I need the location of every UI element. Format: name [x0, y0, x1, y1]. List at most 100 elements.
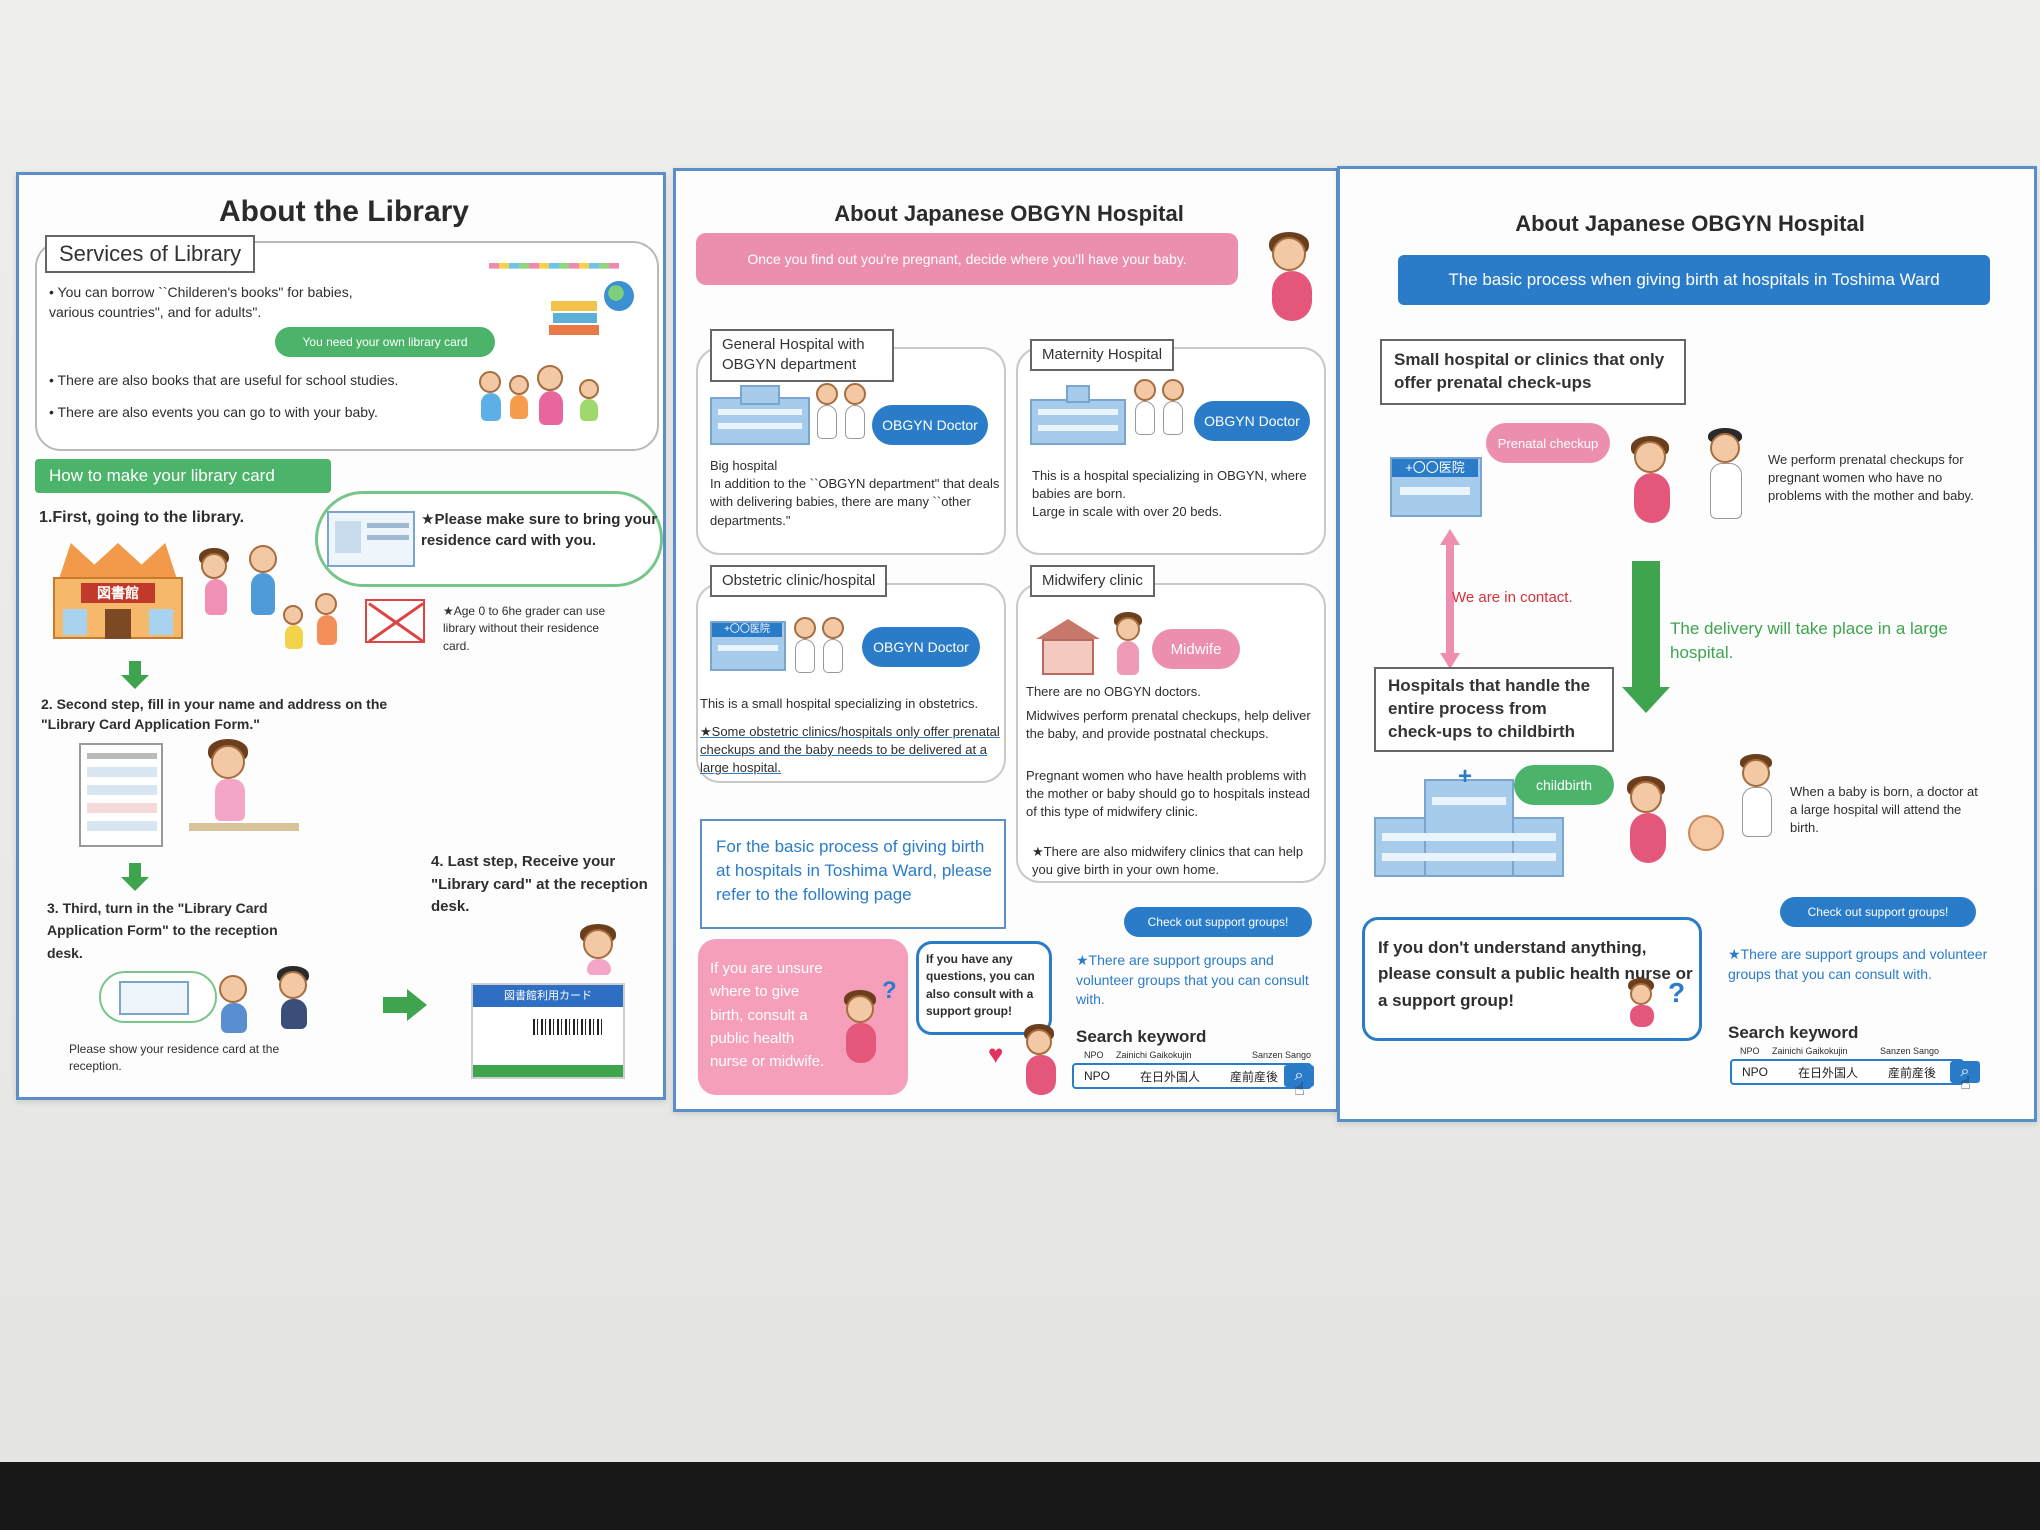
large-hospital-illustration: + — [1374, 765, 1564, 877]
down-arrow-icon — [129, 661, 141, 677]
maternity-hospital-tag: Maternity Hospital — [1030, 339, 1175, 372]
large-hospital-box: Hospitals that handle the entire process… — [1374, 667, 1614, 752]
keyword-label-sanzen: Sanzen Sango — [1252, 1050, 1312, 1060]
general-hospital-tag: General Hospital with OBGYN department — [710, 329, 894, 382]
down-arrow-icon — [129, 863, 141, 879]
contact-double-arrow — [1440, 529, 1460, 669]
page-title: About Japanese OBGYN Hospital — [834, 201, 1184, 226]
obgyn-doctor-pill: OBGYN Doctor — [1194, 401, 1310, 441]
bunting-decoration — [489, 263, 619, 269]
dark-floor-strip — [0, 1462, 2040, 1530]
page-title: About Japanese OBGYN Hospital — [1515, 211, 1865, 236]
midwifery-text-services: Midwives perform prenatal checkups, help… — [1026, 708, 1311, 742]
questions-text: If you have any questions, you can also … — [926, 952, 1035, 1019]
residence-card-illustration — [327, 511, 415, 567]
question-icon: ? — [882, 977, 897, 1004]
support-groups-pill: Check out support groups! — [1124, 907, 1312, 937]
step4-text: 4. Last step, Receive your "Library card… — [431, 853, 648, 915]
step3-text: 3. Third, turn in the "Library Card Appl… — [47, 900, 278, 961]
big-hospital-illustration — [710, 385, 810, 445]
general-hospital-text: Big hospital In addition to the ``OBGYN … — [710, 458, 1000, 528]
maternity-hospital-text: This is a hospital specializing in OBGYN… — [1032, 468, 1307, 520]
right-arrow-icon — [383, 997, 409, 1013]
need-card-pill: You need your own library card — [275, 327, 495, 357]
obstetric-clinic-tag: Obstetric clinic/hospital — [710, 565, 888, 598]
library-card-label: 図書館利用カード — [473, 985, 623, 1007]
support-groups-text: ★There are support groups and volunteer … — [1076, 952, 1309, 1008]
search-heading: Search keyword — [1728, 1023, 1859, 1042]
doctors-illustration — [794, 617, 854, 687]
thinking-woman-illustration — [836, 990, 896, 1073]
library-panel: About the Library Services of Library • … — [16, 172, 666, 1100]
refer-text: For the basic process of giving birth at… — [716, 837, 992, 904]
children-illustration — [283, 593, 373, 659]
search-keyword-field[interactable]: NPO 在日外国人 産前産後 — [1730, 1059, 1964, 1085]
keyword-value-zainichi: 在日外国人 — [1140, 1069, 1201, 1084]
family-illustration — [469, 365, 649, 435]
contact-text: We are in contact. — [1452, 589, 1573, 606]
obgyn-types-panel: About Japanese OBGYN Hospital Once you f… — [673, 168, 1339, 1112]
maternity-hospital-illustration — [1030, 385, 1126, 445]
doctor-illustration — [1736, 754, 1782, 857]
application-form-illustration — [79, 743, 163, 847]
doctors-illustration — [816, 383, 876, 453]
consult-text: If you don't understand anything, please… — [1378, 938, 1693, 1010]
midwife-pill: Midwife — [1152, 629, 1240, 669]
library-building: 図書館 — [53, 543, 183, 639]
blue-process-bar: The basic process when giving birth at h… — [1398, 255, 1990, 305]
search-heading: Search keyword — [1076, 1027, 1207, 1046]
question-icon: ? — [1668, 977, 1686, 1008]
cheering-person-illustration — [559, 924, 639, 975]
search-keyword-field[interactable]: NPO 在日外国人 産前産後 — [1072, 1063, 1312, 1089]
childbirth-pill: childbirth — [1514, 765, 1614, 805]
midwifery-clinic-tag: Midwifery clinic — [1030, 565, 1155, 598]
midwifery-text-health: Pregnant women who have health problems … — [1026, 768, 1311, 820]
keyword-label-npo: NPO — [1740, 1046, 1760, 1056]
pregnant-woman-illustration — [1622, 776, 1682, 879]
hand-pointer-icon: ☝ — [1294, 1079, 1305, 1099]
doctor-text: We perform prenatal checkups for pregnan… — [1768, 452, 1974, 504]
writing-person-illustration — [189, 739, 299, 847]
keyword-value-zainichi: 在日外国人 — [1798, 1065, 1859, 1080]
globe-icon — [604, 281, 634, 311]
down-arrow-icon — [121, 675, 149, 689]
heart-icon: ♥ — [988, 1039, 1004, 1069]
keyword-value-sanzen: 産前産後 — [1230, 1069, 1279, 1084]
services-bullet-books: • You can borrow ``Childeren's books" fo… — [49, 284, 353, 320]
search-button[interactable]: ⌕ — [1950, 1061, 1980, 1083]
clinic-illustration: +〇〇医院 — [710, 621, 786, 671]
clinic-sign: +〇〇医院 — [1392, 459, 1478, 477]
keyword-label-sanzen: Sanzen Sango — [1880, 1046, 1940, 1056]
residence-card-note: ★Please make sure to bring your residenc… — [421, 511, 658, 549]
questions-box — [916, 941, 1052, 1035]
keyword-label-zainichi: Zainichi Gaikokujin — [1116, 1050, 1192, 1060]
no-card-crossed-icon — [365, 599, 425, 643]
step2-text: 2. Second step, fill in your name and ad… — [41, 696, 388, 732]
hand-pointer-icon: ☝ — [1960, 1073, 1971, 1093]
birth-text: When a baby is born, a doctor at a large… — [1790, 784, 1978, 836]
services-bullet-events: • There are also events you can go to wi… — [49, 404, 378, 420]
library-sign: 図書館 — [81, 583, 155, 603]
midwife-illustration — [1112, 612, 1152, 685]
reception-staff-illustration — [219, 966, 339, 1049]
page-title: About the Library — [218, 195, 469, 228]
delivery-down-arrow-icon — [1632, 561, 1660, 691]
pregnant-woman-illustration — [1626, 436, 1686, 539]
pregnant-woman-illustration — [1020, 1024, 1070, 1107]
obstetric-clinic-text: This is a small hospital specializing in… — [700, 696, 979, 711]
down-arrow-icon — [121, 877, 149, 891]
services-heading: Services of Library — [45, 235, 256, 273]
search-icon: ⌕ — [1960, 1063, 1970, 1080]
obstetric-clinic-note: ★Some obstetric clinics/hospitals only o… — [700, 724, 1000, 776]
support-groups-text: ★There are support groups and volunteer … — [1728, 946, 1988, 982]
search-button[interactable]: ⌕ — [1284, 1065, 1314, 1087]
residence-card-illustration — [119, 981, 189, 1015]
keyword-value-npo: NPO — [1742, 1065, 1769, 1079]
library-card-illustration: 図書館利用カード — [471, 983, 625, 1079]
midwifery-note-home: ★There are also midwifery clinics that c… — [1032, 844, 1304, 878]
keyword-label-npo: NPO — [1084, 1050, 1104, 1060]
doctor-illustration — [1702, 428, 1752, 541]
unsure-text: If you are unsure where to give birth, c… — [710, 960, 825, 1070]
refer-box — [700, 819, 1006, 929]
right-arrow-icon — [407, 989, 427, 1021]
